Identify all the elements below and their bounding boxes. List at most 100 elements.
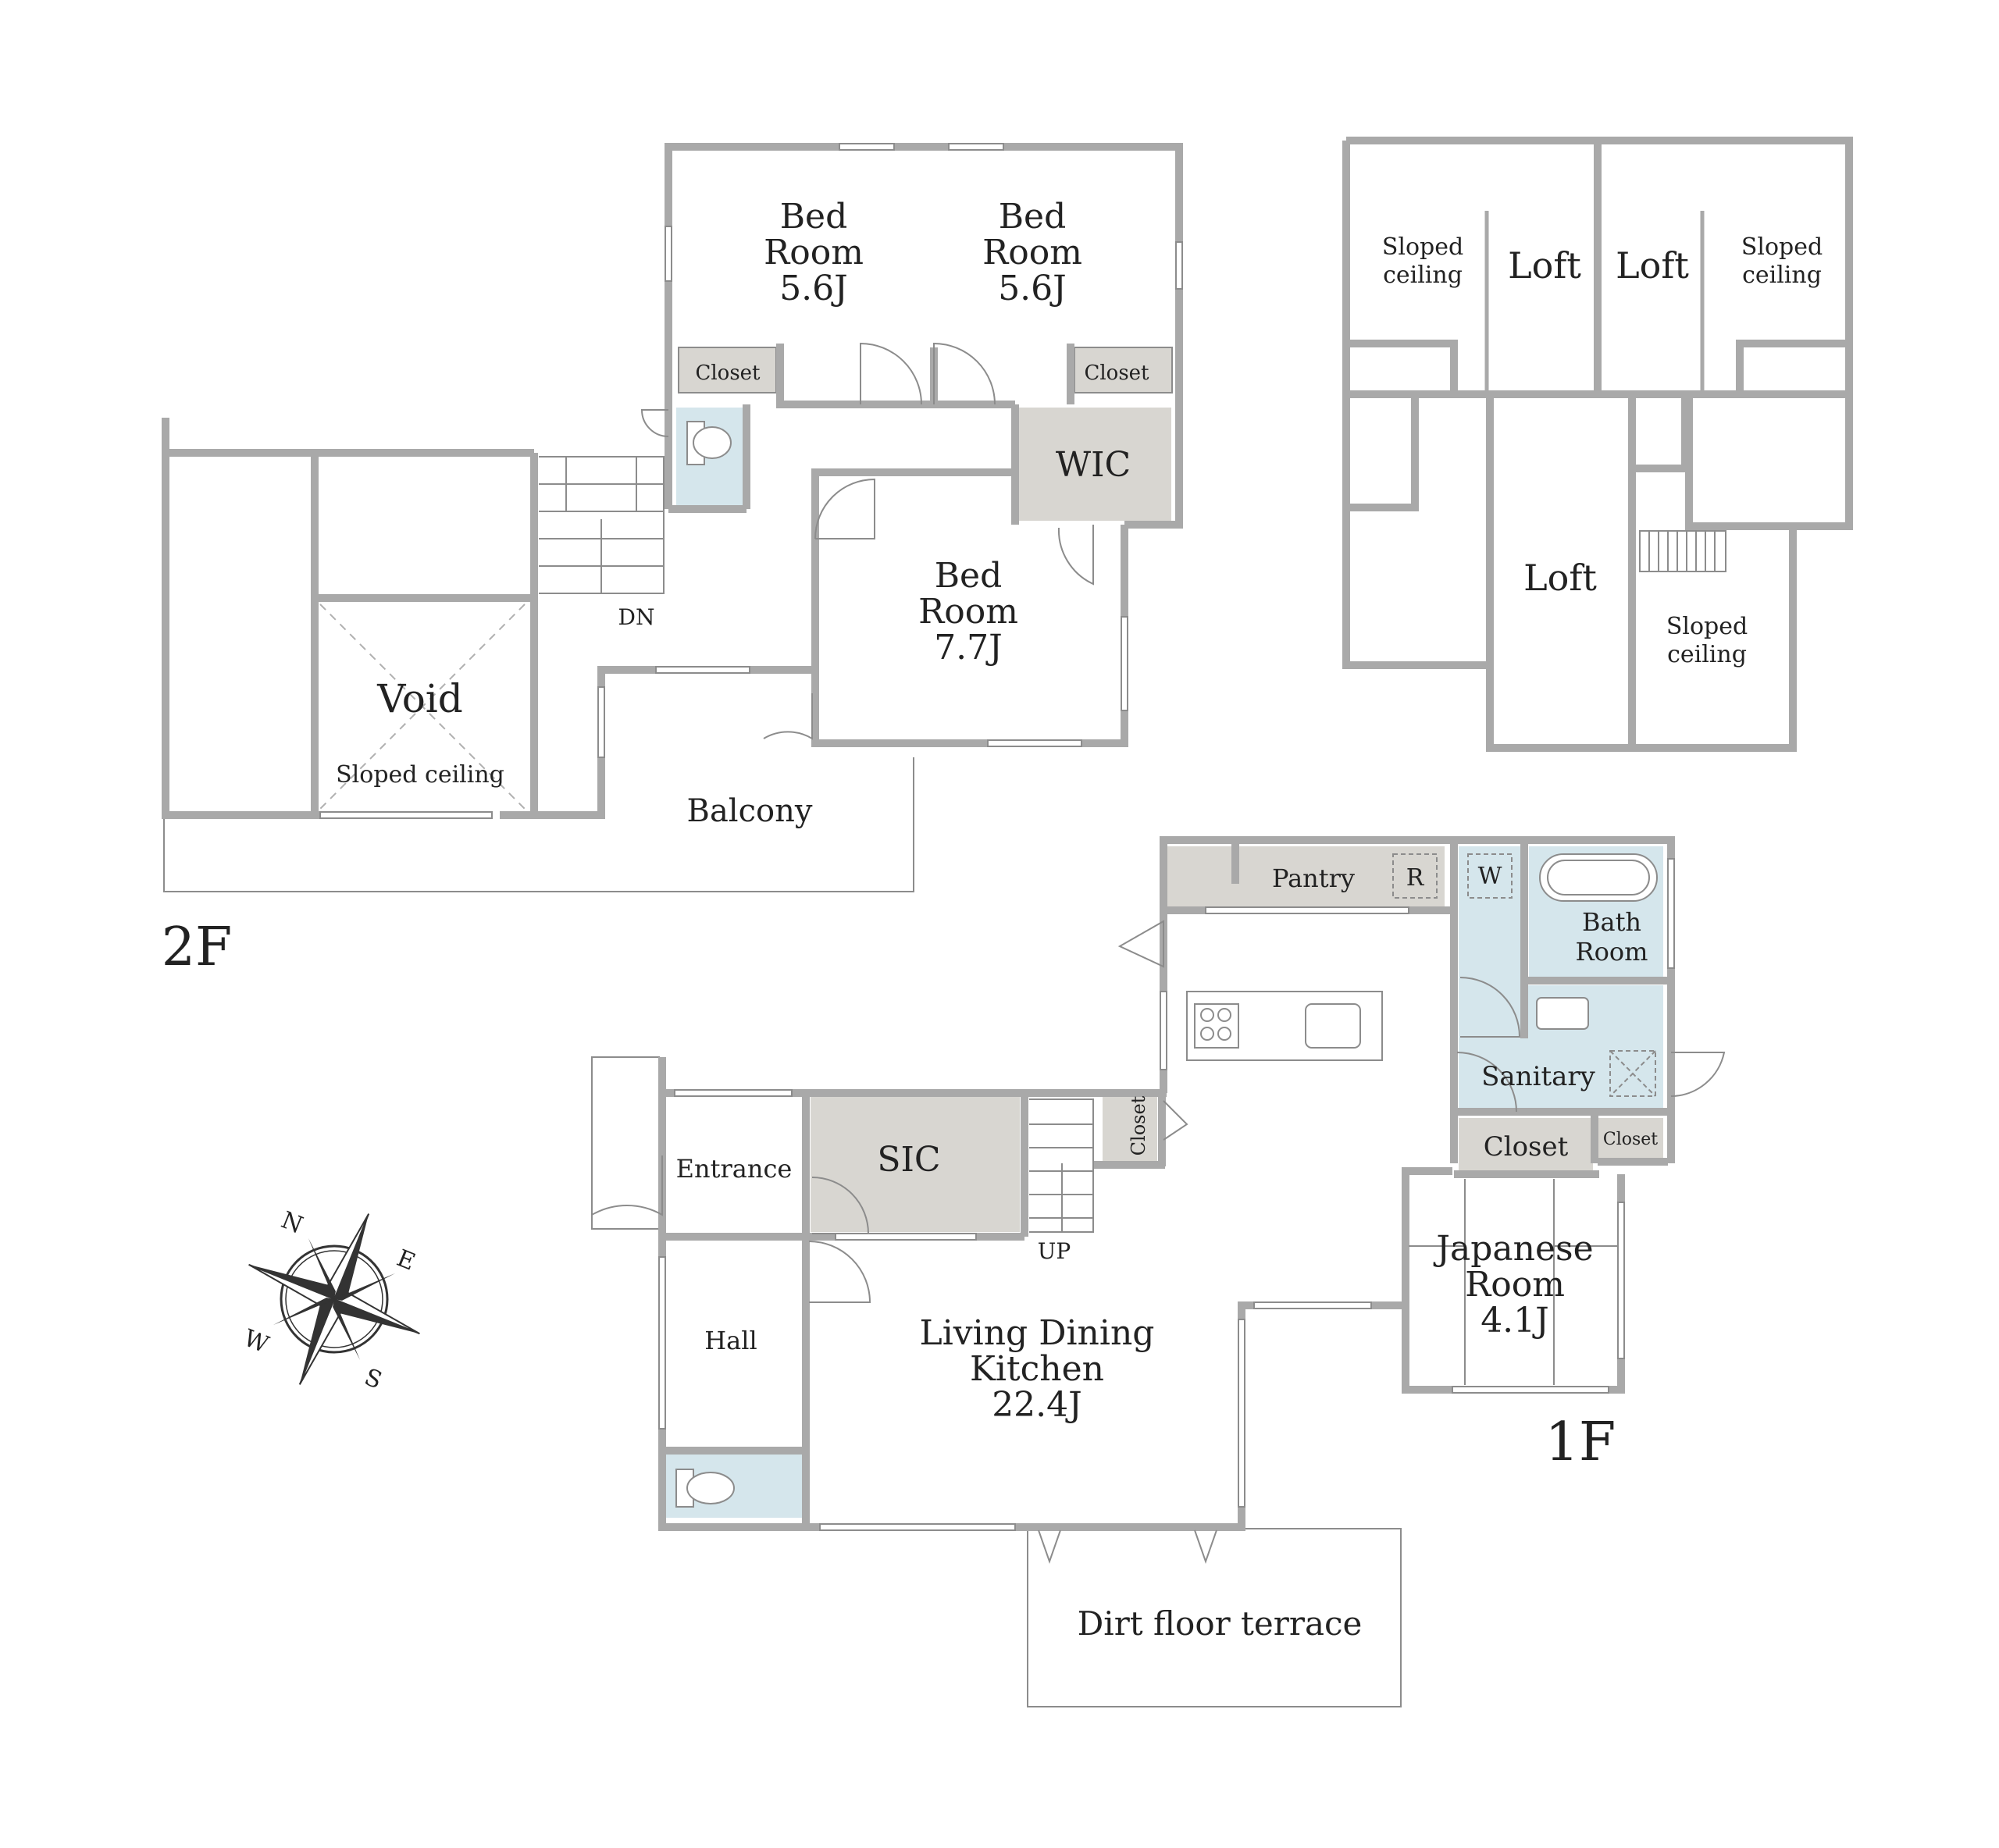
loft-c-label: Loft: [1523, 557, 1597, 599]
door-1f-sanitary-out: [1670, 1052, 1726, 1097]
floor-1f: Pantry R W Bath Room Sanitary Closet Clo…: [591, 836, 1726, 1707]
window-1f-7: [1667, 858, 1675, 969]
wall-loft-d: [1632, 398, 1689, 472]
window-1f-3: [1238, 1319, 1245, 1508]
closet-1f-b-label: Closet: [1484, 1131, 1569, 1163]
floor-2f: Bed Room 5.6J Bed Room 5.6J Closet Close…: [162, 143, 1183, 978]
window-1f-1: [1205, 906, 1409, 914]
bathtub-icon: [1539, 853, 1658, 902]
door-2f-wic: [1057, 525, 1094, 586]
window-2f-9: [319, 811, 493, 819]
door-1f-entrance: [591, 1155, 663, 1216]
wall-2f-west: [162, 418, 320, 819]
bedroom-a-size: 5.6J: [779, 269, 848, 308]
sink-icon: [1536, 997, 1589, 1030]
wic-label: WIC: [1056, 445, 1131, 485]
loft-b-label: Loft: [1616, 244, 1689, 287]
window-1f-2: [819, 1523, 1016, 1531]
window-1f-11: [1160, 991, 1167, 1070]
door-1f-kitchen: [1117, 920, 1164, 968]
wall-loft-outer: [1342, 137, 1853, 752]
japanese-line2: Room: [1465, 1265, 1565, 1305]
closet-b-label: Closet: [1084, 361, 1149, 385]
bedroom-b-line1: Bed: [999, 197, 1067, 237]
closet-1f-a-fill: [1103, 1096, 1157, 1163]
door-1f-terrace-b: [1194, 1529, 1217, 1565]
wall-2f-bed-c-top: [811, 468, 1015, 670]
toilet-icon: [686, 421, 732, 465]
toilet-1f-icon: [675, 1469, 735, 1508]
window-1f-6: [1452, 1386, 1609, 1394]
window-2f-2: [948, 143, 1004, 151]
window-2f-8: [655, 666, 750, 674]
sloped-b-line2: ceiling: [1742, 262, 1822, 289]
balcony-label: Balcony: [687, 793, 813, 829]
bath-line1: Bath: [1582, 907, 1641, 937]
tatami-lines: [1409, 1179, 1618, 1385]
kitchen-counter: [1186, 991, 1383, 1061]
window-2f-6: [987, 739, 1082, 747]
closet-1f-c-fill: [1598, 1118, 1663, 1159]
door-1f-sic: [811, 1177, 870, 1234]
loft-a-label: Loft: [1508, 244, 1581, 287]
window-1f-10: [835, 1233, 977, 1241]
compass-n: N: [277, 1206, 306, 1239]
washer-box: [1467, 853, 1513, 899]
terrace-label: Dirt floor terrace: [1078, 1604, 1363, 1643]
door-1f-sanitary-in: [1456, 1052, 1517, 1113]
closet-1f-b-fill: [1459, 1118, 1593, 1174]
entrance-label: Entrance: [676, 1154, 793, 1184]
japanese-size: 4.1J: [1481, 1301, 1549, 1341]
ldk-line2: Kitchen: [970, 1349, 1104, 1389]
wic-fill: [1019, 408, 1171, 521]
void-diag-2: [319, 604, 526, 810]
door-2f-bed-a: [860, 342, 922, 405]
window-1f-5: [1617, 1202, 1625, 1359]
door-1f-closet: [1163, 1100, 1188, 1141]
stairs-loft: [1639, 530, 1726, 572]
wall-loft-a: [1350, 340, 1458, 398]
stairs-1f: [1029, 1098, 1094, 1233]
window-1f-9: [674, 1089, 793, 1097]
sanitary-box: [1609, 1050, 1656, 1097]
window-1f-8: [658, 1256, 666, 1430]
fridge-box: [1392, 853, 1438, 899]
pantry-fill: [1163, 846, 1445, 910]
stairs-up-label: UP: [1038, 1238, 1071, 1264]
closet-1f-c-label: Closet: [1603, 1130, 1658, 1149]
bedroom-a-line1: Bed: [780, 197, 848, 237]
balcony-outline: [163, 757, 914, 892]
bedroom-c-line1: Bed: [935, 556, 1003, 596]
wall-1f-japanese-n: [1402, 1167, 1452, 1175]
door-1f-hall: [808, 1241, 871, 1303]
door-2f-balcony: [763, 693, 813, 740]
hall-label: Hall: [704, 1326, 757, 1355]
stairs-2f: [539, 456, 665, 594]
void-note: Sloped ceiling: [336, 761, 504, 789]
void-label: Void: [376, 676, 463, 721]
sic-label: SIC: [877, 1140, 940, 1180]
door-1f-wash: [1459, 977, 1521, 1038]
bedroom-c-line2: Room: [918, 592, 1018, 632]
bedroom-c-size: 7.7J: [934, 628, 1003, 668]
window-2f-1: [839, 143, 895, 151]
window-2f-4: [1175, 241, 1183, 290]
door-2f-toilet: [640, 409, 669, 437]
sloped-c-line2: ceiling: [1667, 641, 1747, 668]
bedroom-a-line2: Room: [764, 233, 864, 272]
japanese-line1: Japanese: [1433, 1229, 1593, 1269]
ldk-size: 22.4J: [992, 1385, 1082, 1425]
sloped-a-line2: ceiling: [1383, 262, 1463, 289]
porch-grid: [591, 1056, 660, 1230]
floor-label-2f: 2F: [162, 917, 232, 978]
sloped-c-line1: Sloped: [1666, 613, 1748, 640]
bedroom-b-size: 5.6J: [998, 269, 1067, 308]
compass-e: E: [393, 1244, 419, 1277]
wall-loft-b: [1736, 340, 1845, 398]
compass-rose-icon: [248, 1213, 420, 1385]
stairs-dn-label: DN: [618, 604, 655, 630]
closet-a-label: Closet: [695, 361, 761, 385]
bedroom-b-line2: Room: [982, 233, 1082, 272]
fridge-label: R: [1406, 864, 1425, 892]
